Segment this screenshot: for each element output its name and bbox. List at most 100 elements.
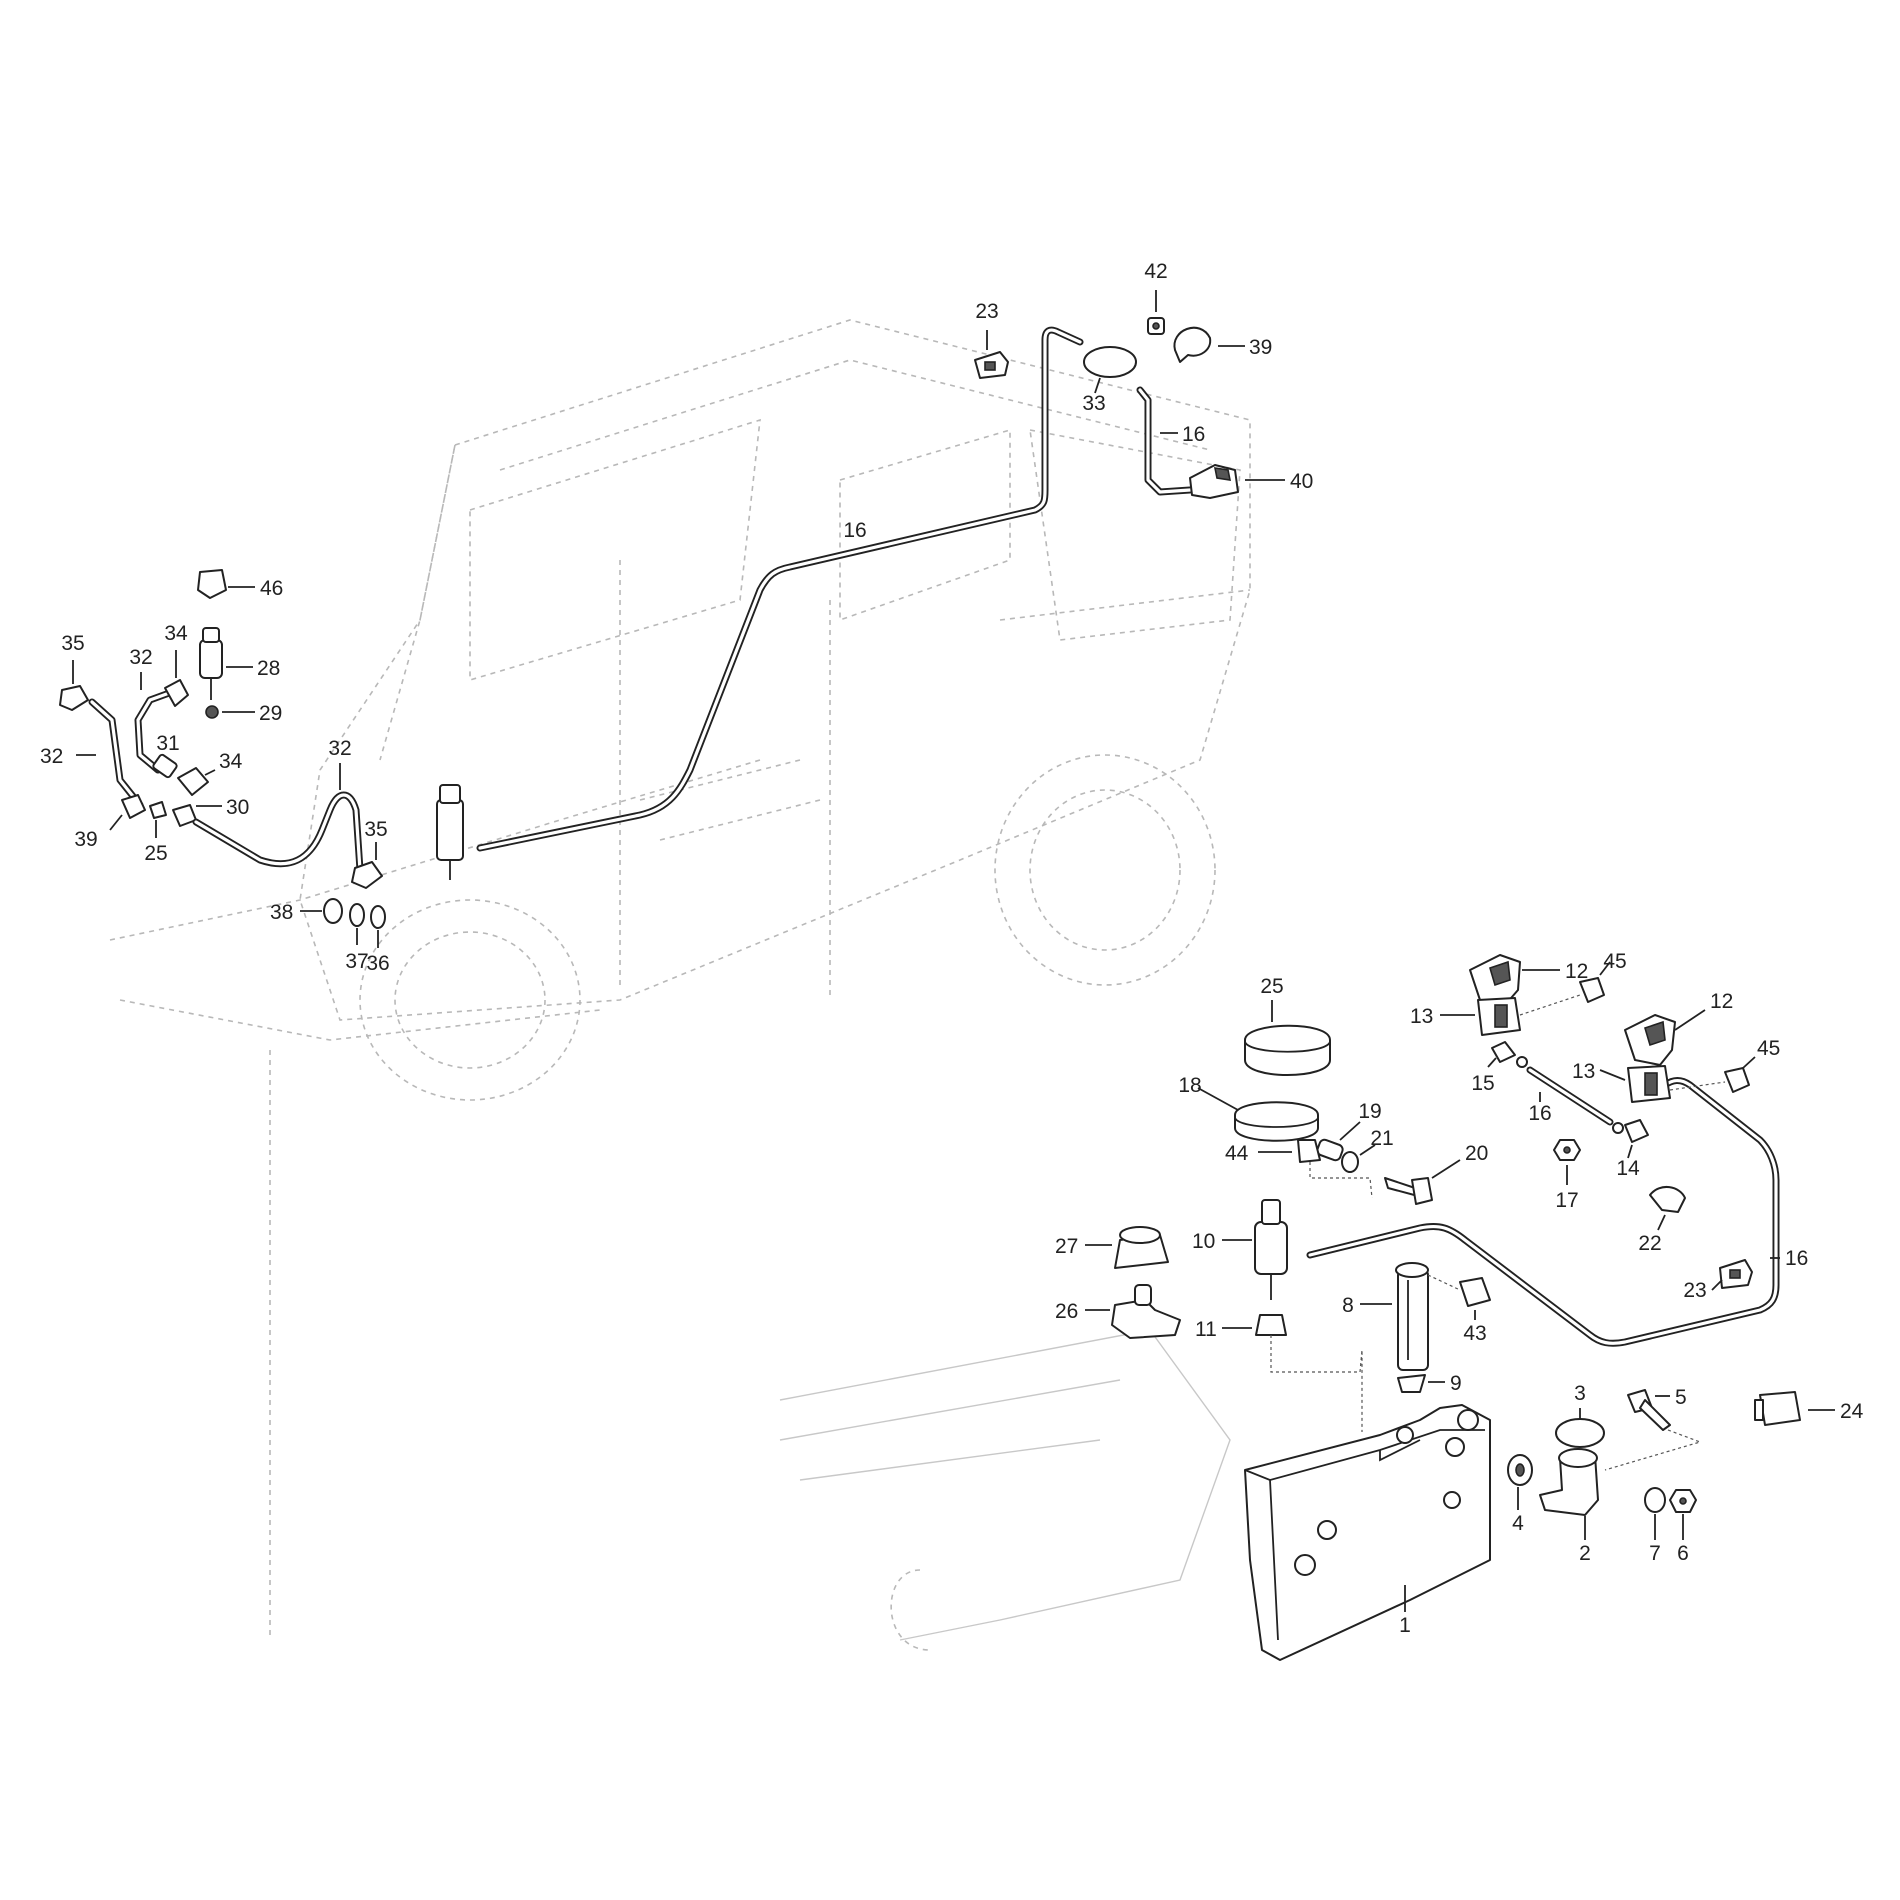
- nut-17: [1553, 1139, 1581, 1185]
- callout-23-top: 23: [975, 300, 998, 323]
- callout-18: 18: [1178, 1074, 1201, 1097]
- strap-25: [1244, 1000, 1331, 1076]
- elbow-2: [1539, 1448, 1599, 1540]
- callout-40: 40: [1290, 470, 1313, 493]
- connector-15: [1487, 1041, 1528, 1068]
- nozzle-40: [1189, 464, 1285, 499]
- seal-4: [1507, 1454, 1533, 1510]
- nut-42: [1147, 290, 1165, 335]
- callout-11: 11: [1195, 1318, 1217, 1341]
- clip-24: [1754, 1391, 1835, 1426]
- clamp-39-top: [1173, 326, 1245, 363]
- spacer-19: [1316, 1121, 1361, 1162]
- washer-hose-lower: [1306, 1066, 1780, 1347]
- washer-pump-10: [1222, 1199, 1288, 1300]
- callout-8: 8: [1342, 1294, 1354, 1317]
- clip-45-lower: [1669, 1056, 1756, 1093]
- callout-44: 44: [1225, 1142, 1249, 1165]
- callout-12-lower: 12: [1710, 990, 1733, 1013]
- callout-20: 20: [1465, 1142, 1488, 1165]
- callout-1: 1: [1399, 1614, 1411, 1637]
- callout-9: 9: [1450, 1372, 1462, 1395]
- cap-27: [1085, 1226, 1169, 1269]
- callout-37: 37: [345, 950, 368, 973]
- bracket-13-upper: [1440, 997, 1521, 1036]
- callout-43: 43: [1463, 1322, 1486, 1345]
- callout-26: 26: [1055, 1300, 1078, 1323]
- callout-25-right: 25: [1260, 975, 1283, 998]
- callout-28: 28: [257, 657, 280, 680]
- clip-12-upper: [1469, 954, 1560, 1006]
- washer-7: [1644, 1487, 1666, 1540]
- callout-33: 33: [1082, 392, 1105, 415]
- washer-hose-upper: [476, 326, 1194, 852]
- callout-16-top: 16: [1182, 423, 1205, 446]
- callout-6: 6: [1677, 1542, 1689, 1565]
- callout-45-lower: 45: [1757, 1037, 1780, 1060]
- callout-32-right: 32: [328, 737, 351, 760]
- callout-14: 14: [1616, 1157, 1640, 1180]
- reservoir-tank-1: [1244, 1404, 1491, 1661]
- callout-3: 3: [1574, 1382, 1586, 1405]
- callout-30: 30: [226, 796, 249, 819]
- clip-45-upper: [1519, 961, 1611, 1016]
- connector-44: [1258, 1139, 1373, 1199]
- connector-14: [1612, 1119, 1649, 1159]
- clip-23-top: [974, 330, 1009, 379]
- connector-43: [1427, 1274, 1491, 1320]
- callout-35-left: 35: [61, 632, 84, 655]
- strap-18: [1197, 1087, 1319, 1142]
- grommet-11: [1222, 1314, 1363, 1432]
- clip-23-lower: [1711, 1259, 1753, 1291]
- callout-29: 29: [259, 702, 282, 725]
- callout-31: 31: [156, 732, 179, 755]
- callout-16-mid: 16: [843, 519, 866, 542]
- clip-22: [1649, 1186, 1686, 1231]
- bolt-5: [1604, 1389, 1702, 1471]
- callout-34-top: 34: [164, 622, 188, 645]
- callout-24: 24: [1840, 1400, 1864, 1423]
- callout-17: 17: [1555, 1189, 1578, 1212]
- callout-7: 7: [1649, 1542, 1661, 1565]
- callout-13-lower: 13: [1572, 1060, 1595, 1083]
- callout-32-top: 32: [129, 646, 152, 669]
- callout-19: 19: [1358, 1100, 1381, 1123]
- left-hose-assembly: [59, 569, 386, 948]
- callout-38: 38: [270, 901, 293, 924]
- check-valve-33: [1083, 346, 1137, 394]
- clip-12-lower: [1624, 1009, 1706, 1066]
- callout-23-lower: 23: [1683, 1279, 1706, 1302]
- callout-35-right: 35: [364, 818, 387, 841]
- grommet-9: [1397, 1374, 1445, 1393]
- bolt-20: [1384, 1159, 1461, 1205]
- sensor-26: [1085, 1284, 1181, 1339]
- callout-16-lower: 16: [1528, 1102, 1551, 1125]
- callout-39-top: 39: [1249, 336, 1272, 359]
- callout-25-left: 25: [144, 842, 167, 865]
- callout-22: 22: [1638, 1232, 1661, 1255]
- nut-6: [1669, 1489, 1697, 1540]
- callout-45-top: 45: [1603, 950, 1626, 973]
- washer-21: [1341, 1144, 1376, 1173]
- callout-16-right: 16: [1785, 1247, 1808, 1270]
- clamp-3: [1555, 1408, 1605, 1448]
- callout-13-top: 13: [1410, 1005, 1433, 1028]
- callout-32-left: 32: [40, 745, 63, 768]
- callout-10: 10: [1192, 1230, 1215, 1253]
- bracket-13-lower: [1599, 1065, 1671, 1103]
- callout-4: 4: [1512, 1512, 1524, 1535]
- washer-pump-front: [436, 784, 464, 880]
- vehicle-outline-upper: [109, 319, 1251, 1101]
- callout-15: 15: [1471, 1072, 1494, 1095]
- callout-2: 2: [1579, 1542, 1591, 1565]
- callout-34-mid: 34: [219, 750, 243, 773]
- callout-39-left: 39: [74, 828, 97, 851]
- callout-5: 5: [1675, 1386, 1687, 1409]
- callout-21: 21: [1370, 1127, 1393, 1150]
- callout-46: 46: [260, 577, 283, 600]
- callout-12-top: 12: [1565, 960, 1588, 983]
- callout-36: 36: [366, 952, 389, 975]
- level-sensor-8: [1360, 1262, 1429, 1371]
- callout-27: 27: [1055, 1235, 1078, 1258]
